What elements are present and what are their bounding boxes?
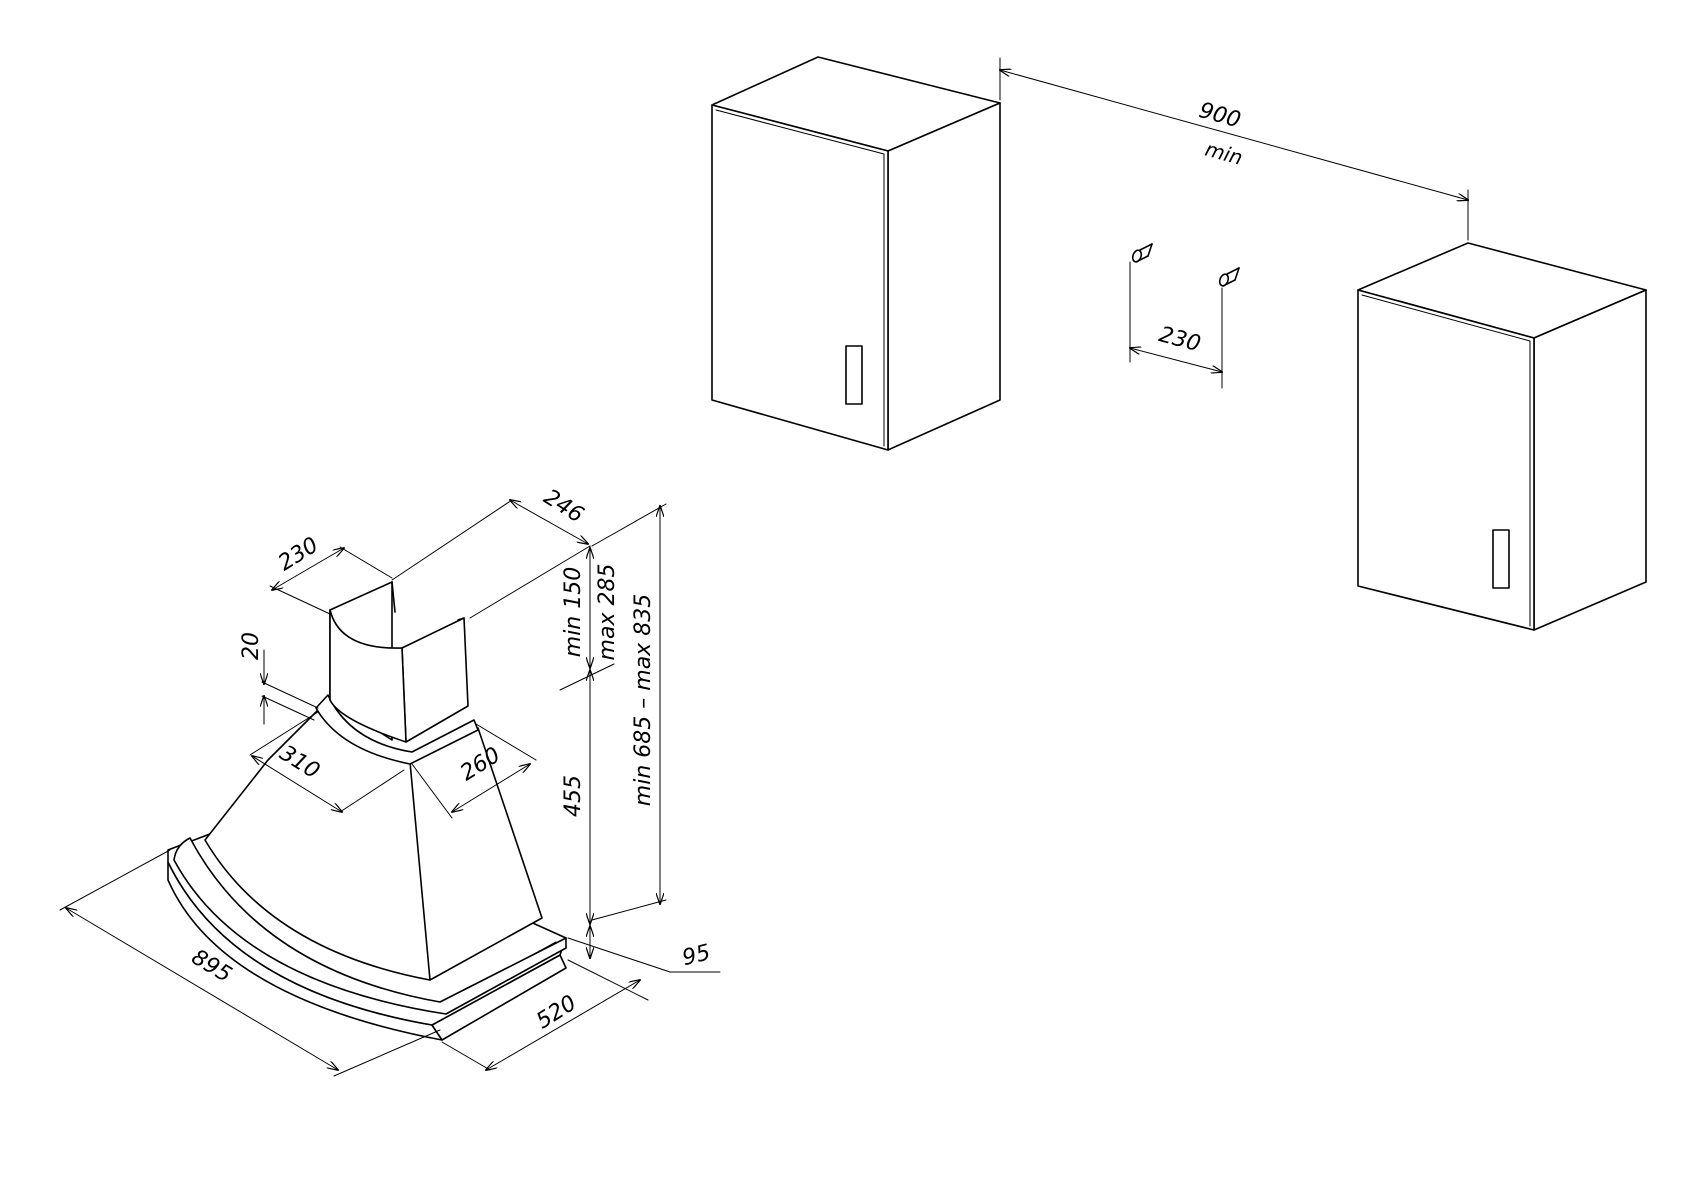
collar-height-label: 20 xyxy=(239,632,264,660)
base-height-label: 95 xyxy=(680,940,713,971)
bolt-spacing-label: 230 xyxy=(1156,322,1203,357)
body-height-label: 455 xyxy=(561,775,586,817)
chimney-depth-label: 246 xyxy=(539,485,588,528)
left-wall-cabinet xyxy=(711,56,1001,451)
right-wall-cabinet xyxy=(1357,242,1647,631)
hood-depth-label: 520 xyxy=(532,991,581,1034)
chimney-range-min-label: min 150 xyxy=(561,567,586,657)
dimension-cabinet-gap: 900 min xyxy=(1000,57,1468,241)
wall-bolts xyxy=(1131,243,1240,287)
right-wall-bolt xyxy=(1218,267,1240,287)
cabinet-gap-note: min xyxy=(1202,137,1245,170)
hood-chimney xyxy=(329,581,469,743)
dimension-collar-height: 20 xyxy=(239,632,319,725)
right-cabinet-handle xyxy=(1492,529,1510,589)
left-cabinet-handle xyxy=(845,345,863,405)
hood-collar xyxy=(315,694,479,765)
chimney-width-label: 230 xyxy=(274,533,323,576)
dimension-bolt-spacing: 230 xyxy=(1130,261,1222,389)
dimension-total-range: min 685 – max 835 xyxy=(591,503,667,921)
total-range-label: min 685 – max 835 xyxy=(631,594,656,806)
dimension-base-height: 95 xyxy=(567,937,721,973)
left-wall-bolt xyxy=(1131,243,1153,263)
dimension-vertical-stack: min 150 max 285 455 xyxy=(559,545,620,958)
chimney-range-max-label: max 285 xyxy=(595,564,620,661)
cabinet-gap-label: 900 xyxy=(1196,98,1243,133)
